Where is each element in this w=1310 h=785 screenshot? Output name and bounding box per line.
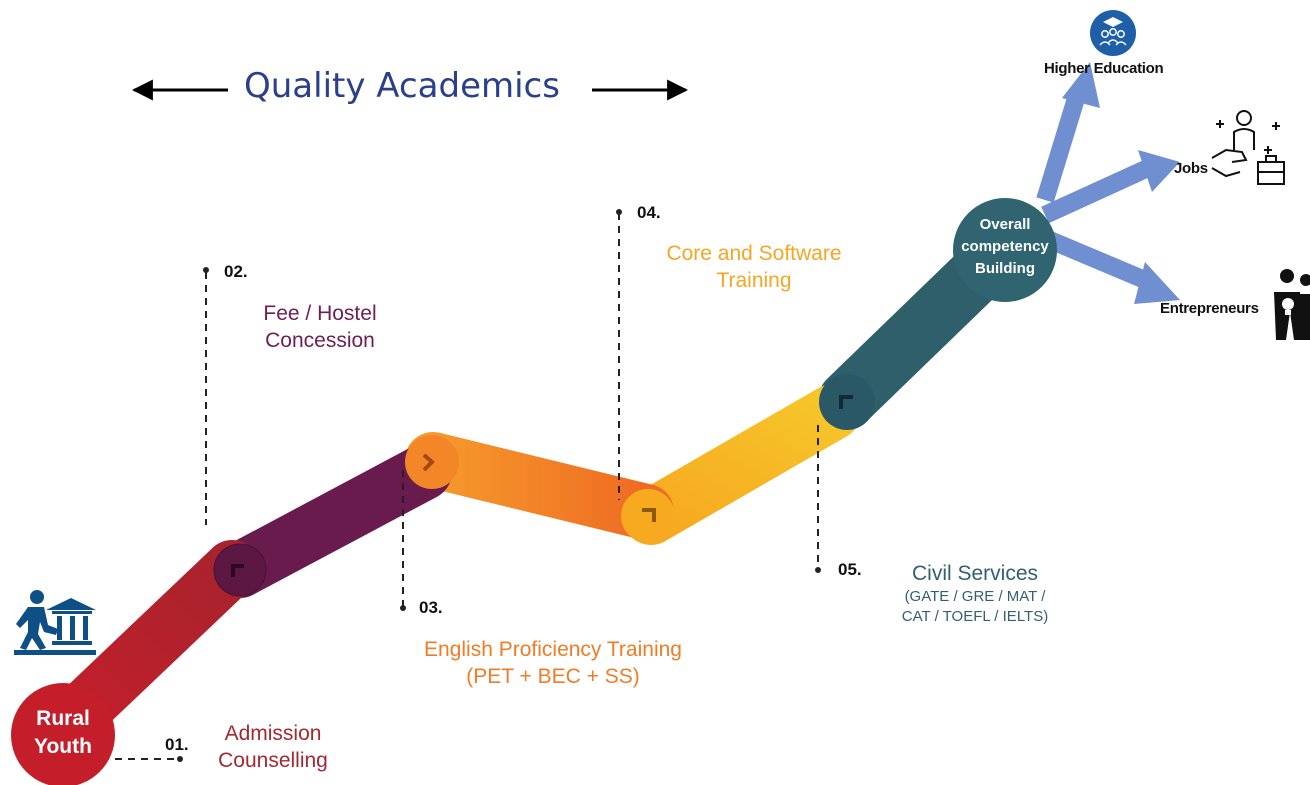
- step-03-line2: (PET + BEC + SS): [466, 665, 640, 688]
- rural-youth-node: [11, 683, 115, 785]
- leader-lines: [115, 213, 819, 760]
- competency-line3: Building: [975, 260, 1035, 277]
- competency-node: [953, 198, 1057, 302]
- outcome-arrows: [1036, 62, 1180, 304]
- step-02-line2: Concession: [265, 329, 375, 352]
- step-03-number: 03.: [419, 598, 443, 617]
- rural-youth-label: Rural Youth: [21, 705, 105, 761]
- joint-markers: [213, 374, 875, 597]
- step-02-number: 02.: [224, 262, 248, 281]
- student-to-institution-icon: [14, 590, 96, 655]
- page-title: Quality Academics: [244, 66, 560, 106]
- segment-yellow: [623, 384, 861, 545]
- job-seeker-icon: [1211, 110, 1285, 185]
- rural-youth-line1: Rural: [36, 707, 90, 730]
- outcome-entrepreneurs: Entrepreneurs: [1160, 300, 1259, 317]
- step-01-number: 01.: [165, 735, 189, 754]
- step-02-label: Fee / Hostel Concession: [250, 300, 390, 354]
- step-05-line3: CAT / TOEFL / IELTS): [901, 608, 1049, 625]
- step-04-label: Core and Software Training: [636, 240, 872, 294]
- step-03-line1: English Proficiency Training: [424, 638, 682, 661]
- rural-youth-line2: Youth: [34, 735, 92, 758]
- step-02-line1: Fee / Hostel: [263, 302, 377, 325]
- entrepreneur-idea-icon: [1274, 269, 1310, 340]
- step-04-number: 04.: [637, 203, 661, 222]
- segment-purple: [212, 444, 452, 598]
- outcome-jobs: Jobs: [1174, 160, 1208, 177]
- step-05-line2: (GATE / GRE / MAT /: [904, 588, 1046, 605]
- competency-line1: Overall: [979, 216, 1031, 233]
- step-05-number: 05.: [838, 560, 862, 579]
- step-03-label: English Proficiency Training (PET + BEC …: [378, 636, 728, 690]
- step-05-label: Civil Services (GATE / GRE / MAT / CAT /…: [855, 561, 1095, 627]
- competency-line2: competency: [961, 238, 1049, 255]
- step-04-line1: Core and Software: [666, 242, 842, 265]
- outcome-higher-education: Higher Education: [1044, 60, 1164, 77]
- leader-dots: [177, 209, 821, 762]
- step-01-label: Admission Counselling: [208, 720, 338, 774]
- step-04-line2: Training: [716, 269, 792, 292]
- step-01-line2: Counselling: [218, 749, 328, 772]
- step-01-line1: Admission: [224, 722, 322, 745]
- step-05-line1: Civil Services: [911, 562, 1039, 585]
- segment-orange: [405, 432, 674, 540]
- graduates-group-icon: [1090, 10, 1136, 56]
- competency-label: Overall competency Building: [953, 214, 1057, 280]
